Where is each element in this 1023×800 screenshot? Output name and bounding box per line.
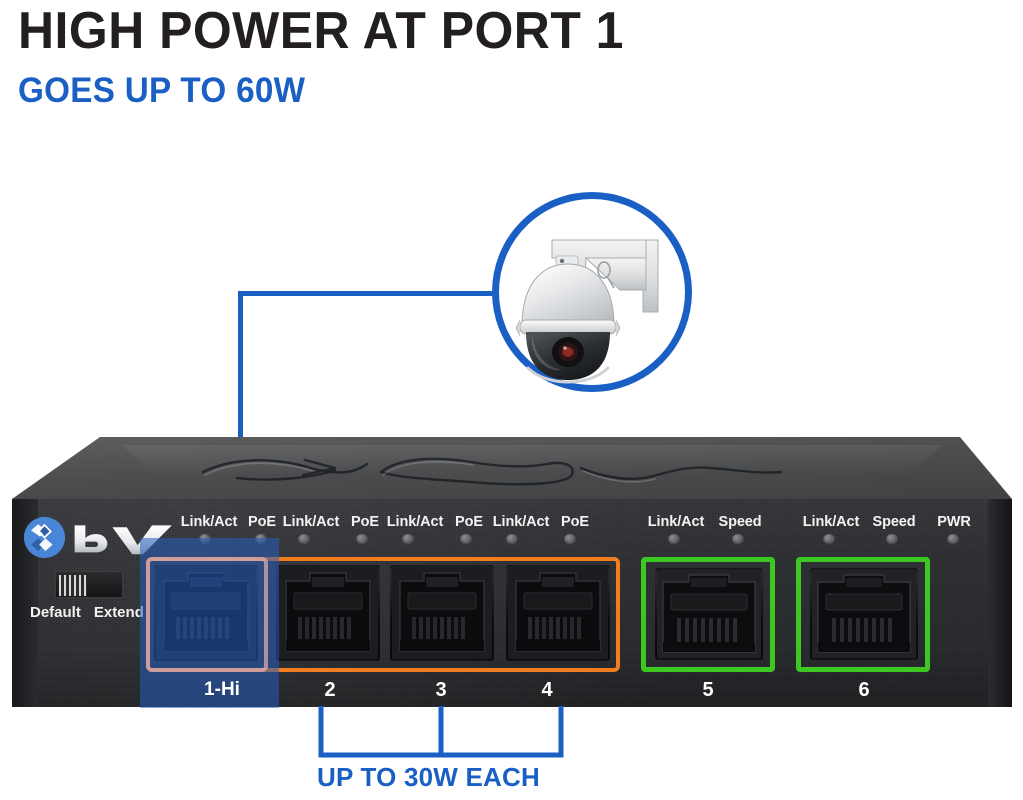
led-label-linkact-5: Link/Act [647, 514, 705, 530]
camera-callout [492, 192, 692, 392]
rj45-jack-icon [812, 570, 916, 658]
led-label-poe-1: PoE [248, 514, 276, 530]
port-number-1: 1-Hi [204, 679, 240, 700]
port-number-4: 4 [541, 679, 553, 701]
page-subtitle: GOES UP TO 60W [18, 70, 306, 110]
led-label-linkact-6: Link/Act [802, 514, 860, 530]
rj45-jack-icon [657, 570, 761, 658]
rj45-jack-icon [278, 567, 378, 659]
led-poe-2 [356, 534, 368, 545]
dipswitch-teeth [59, 575, 87, 596]
led-label-linkact-1: Link/Act [180, 514, 238, 530]
led-linkact-1 [199, 534, 211, 545]
callout-leader-vertical [238, 291, 243, 547]
led-label-pwr: PWR [937, 514, 971, 530]
default-extend-dipswitch[interactable] [55, 571, 123, 598]
led-linkact-3 [402, 534, 414, 545]
lid-embossed-logo [201, 457, 783, 486]
dipswitch-legend: Default Extend [30, 604, 144, 621]
ethernet-port-1[interactable] [154, 565, 258, 661]
brand-logo [23, 516, 179, 559]
ethernet-port-3[interactable] [390, 565, 494, 661]
ethernet-port-2[interactable] [276, 565, 380, 661]
rj45-jack-icon [156, 567, 256, 659]
led-linkact-6 [823, 534, 835, 545]
led-label-speed-6: Speed [872, 514, 916, 530]
headline-block: HIGH POWER AT PORT 1 GOES UP TO 60W [18, 4, 918, 109]
dipswitch-body[interactable] [55, 571, 123, 598]
bv-wordmark [74, 524, 172, 554]
rj45-jack-icon [392, 567, 492, 659]
page-title: HIGH POWER AT PORT 1 [18, 2, 624, 60]
led-linkact-4 [506, 534, 518, 545]
led-label-poe-4: PoE [561, 514, 589, 530]
led-label-linkact-3: Link/Act [386, 514, 444, 530]
port-number-6: 6 [858, 679, 870, 701]
led-poe-3 [460, 534, 472, 545]
ptz-dome-camera-icon [515, 239, 659, 384]
led-poe-4 [564, 534, 576, 545]
dipswitch-extend-label: Extend [93, 604, 144, 621]
led-label-poe-3: PoE [455, 514, 483, 530]
callout-leader-horizontal [238, 291, 496, 296]
led-label-linkact-2: Link/Act [282, 514, 340, 530]
led-speed-5 [732, 534, 744, 545]
led-poe-1 [255, 534, 267, 545]
ethernet-port-4[interactable] [506, 565, 610, 661]
led-linkact-2 [298, 534, 310, 545]
led-pwr [947, 534, 959, 545]
led-speed-6 [886, 534, 898, 545]
rj45-jack-icon [508, 567, 608, 659]
power-bracket [318, 706, 564, 758]
led-label-linkact-4: Link/Act [492, 514, 550, 530]
bracket-caption: UP TO 30W EACH [317, 762, 540, 792]
port-number-2: 2 [324, 679, 336, 701]
port-number-3: 3 [435, 679, 447, 701]
led-linkact-5 [668, 534, 680, 545]
port-number-5: 5 [702, 679, 714, 701]
led-label-speed-5: Speed [718, 514, 762, 530]
dipswitch-default-label: Default [30, 604, 81, 621]
ethernet-port-6[interactable] [810, 568, 918, 660]
led-label-poe-2: PoE [351, 514, 379, 530]
bv-logo-icon [23, 516, 66, 559]
ethernet-port-5[interactable] [655, 568, 763, 660]
panel-right-endcap [988, 499, 1012, 707]
